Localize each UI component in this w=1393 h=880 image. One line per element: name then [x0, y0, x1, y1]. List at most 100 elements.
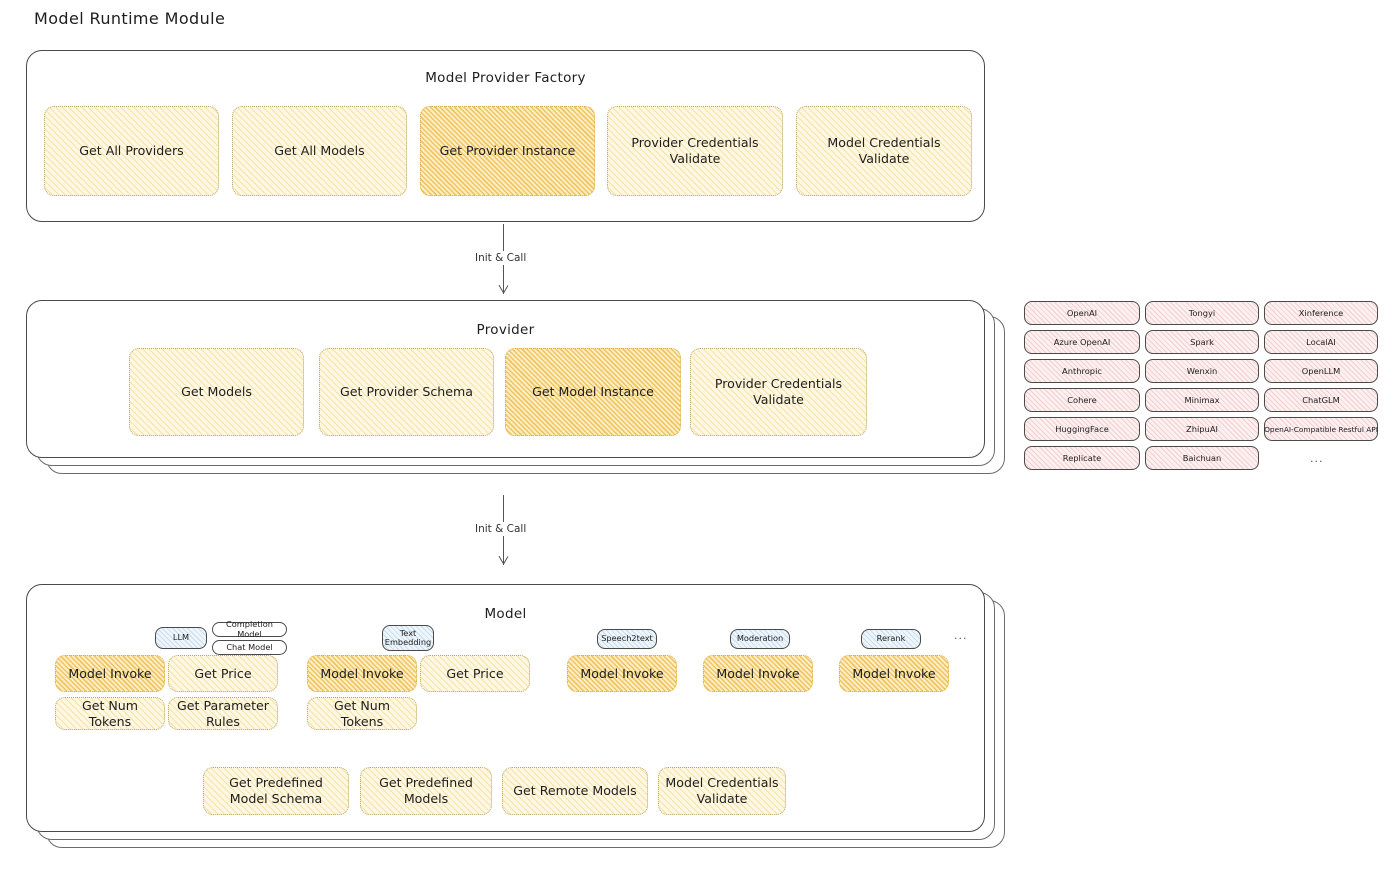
factory-box-get-provider-instance[interactable]: Get Provider Instance: [420, 106, 595, 196]
model-box-speech2text-model-invoke[interactable]: Model Invoke: [567, 655, 677, 692]
box-label: Model Credentials Validate: [827, 135, 941, 166]
provider-chip-replicate[interactable]: Replicate: [1024, 446, 1140, 470]
model-common-box-get-remote-models[interactable]: Get Remote Models: [502, 767, 648, 815]
provider-chip-label: Tongyi: [1188, 308, 1216, 318]
box-label: Get Provider Schema: [340, 384, 473, 400]
provider-chip-label: Spark: [1190, 337, 1214, 347]
box-label: Get Parameter Rules: [177, 697, 269, 729]
factory-box-get-all-providers[interactable]: Get All Providers: [44, 106, 219, 196]
model-subtype-tag-label: Completion Model: [226, 619, 273, 639]
model-type-tag-rerank[interactable]: Rerank: [861, 629, 921, 649]
arrow-factory-to-provider-label: Init & Call: [471, 251, 531, 265]
model-box-text-embedding-get-num-tokens[interactable]: Get Num Tokens: [307, 697, 417, 730]
model-box-llm-get-num-tokens[interactable]: Get Num Tokens: [55, 697, 165, 730]
arrow-provider-to-model-label: Init & Call: [471, 522, 531, 536]
model-box-llm-model-invoke[interactable]: Model Invoke: [55, 655, 165, 692]
factory-box-model-credentials-validate[interactable]: Model Credentials Validate: [796, 106, 972, 196]
box-label: Get All Providers: [79, 143, 184, 159]
provider-chip-openllm[interactable]: OpenLLM: [1264, 359, 1378, 383]
model-box-llm-get-parameter-rules[interactable]: Get Parameter Rules: [168, 697, 278, 730]
box-label: Model Invoke: [580, 665, 664, 681]
model-type-tag-label: Speech2text: [601, 633, 653, 644]
model-subtype-tag-chat-model[interactable]: Chat Model: [212, 640, 287, 655]
model-provider-factory-container: Model Provider Factory Get All Providers…: [26, 50, 985, 222]
model-common-box-get-predefined-models[interactable]: Get Predefined Models: [360, 767, 492, 815]
box-label: Get Num Tokens: [333, 697, 391, 729]
provider-chip-spark[interactable]: Spark: [1145, 330, 1259, 354]
provider-box-get-provider-schema[interactable]: Get Provider Schema: [319, 348, 494, 436]
provider-box-get-model-instance[interactable]: Get Model Instance: [505, 348, 681, 436]
box-label: Get Num Tokens: [81, 697, 139, 729]
provider-chip-label: ZhipuAI: [1186, 424, 1218, 434]
box-label: Model Invoke: [852, 665, 936, 681]
model-type-tag-moderation[interactable]: Moderation: [730, 629, 790, 649]
provider-chip-zhipuai[interactable]: ZhipuAI: [1145, 417, 1259, 441]
provider-chip-xinference[interactable]: Xinference: [1264, 301, 1378, 325]
box-label: Provider Credentials Validate: [631, 135, 759, 166]
provider-chip-label: Cohere: [1067, 395, 1097, 405]
model-type-tag-label: Text Embedding: [384, 627, 432, 647]
provider-chip-label: Anthropic: [1062, 366, 1102, 376]
model-box-rerank-model-invoke[interactable]: Model Invoke: [839, 655, 949, 692]
provider-chip-cohere[interactable]: Cohere: [1024, 388, 1140, 412]
model-common-box-get-predefined-model-schema[interactable]: Get Predefined Model Schema: [203, 767, 349, 815]
provider-chip-label: Baichuan: [1182, 453, 1222, 463]
provider-chip-label: OpenAI: [1066, 308, 1098, 318]
box-label: Get Predefined Models: [379, 775, 473, 806]
provider-chip-anthropic[interactable]: Anthropic: [1024, 359, 1140, 383]
box-label: Provider Credentials Validate: [714, 376, 843, 407]
provider-chip-baichuan[interactable]: Baichuan: [1145, 446, 1259, 470]
provider-chip-localai[interactable]: LocalAI: [1264, 330, 1378, 354]
provider-chip-chatglm[interactable]: ChatGLM: [1264, 388, 1378, 412]
provider-chip-minimax[interactable]: Minimax: [1145, 388, 1259, 412]
model-type-ellipsis: ...: [954, 629, 968, 642]
model-type-tag-label: LLM: [172, 632, 190, 643]
provider-chip-label: Xinference: [1298, 308, 1344, 318]
model-subtype-tag-completion-model[interactable]: Completion Model: [212, 619, 287, 639]
box-label: Get Price: [194, 665, 252, 681]
box-label: Get Model Instance: [532, 384, 654, 400]
page-title: Model Runtime Module: [34, 9, 226, 28]
model-type-tag-speech2text[interactable]: Speech2text: [597, 629, 657, 649]
provider-chip-label: Azure OpenAI: [1053, 337, 1111, 347]
model-box-text-embedding-model-invoke[interactable]: Model Invoke: [307, 655, 417, 692]
provider-chip-wenxin[interactable]: Wenxin: [1145, 359, 1259, 383]
model-box-llm-get-price[interactable]: Get Price: [168, 655, 278, 692]
box-label: Model Credentials Validate: [665, 775, 779, 806]
box-label: Get Provider Instance: [439, 143, 576, 159]
box-label: Get Remote Models: [513, 783, 637, 799]
model-box-moderation-model-invoke[interactable]: Model Invoke: [703, 655, 813, 692]
provider-chip-tongyi[interactable]: Tongyi: [1145, 301, 1259, 325]
box-label: Get Price: [446, 665, 504, 681]
box-label: Get Models: [181, 384, 252, 400]
box-label: Model Invoke: [716, 665, 800, 681]
provider-box-get-models[interactable]: Get Models: [129, 348, 304, 436]
box-label: Model Invoke: [320, 665, 404, 681]
model-type-tag-label: Moderation: [736, 633, 784, 644]
factory-box-get-all-models[interactable]: Get All Models: [232, 106, 407, 196]
provider-chip-ellipsis: ...: [1310, 452, 1324, 465]
factory-box-provider-credentials-validate[interactable]: Provider Credentials Validate: [607, 106, 783, 196]
model-type-tag-text-embedding[interactable]: Text Embedding: [382, 625, 434, 651]
provider-title: Provider: [476, 322, 535, 338]
model-common-box-model-credentials-validate[interactable]: Model Credentials Validate: [658, 767, 786, 815]
provider-chip-label: LocalAI: [1306, 337, 1336, 347]
model-box-text-embedding-get-price[interactable]: Get Price: [420, 655, 530, 692]
provider-chip-label: Minimax: [1184, 395, 1220, 405]
provider-chip-openai-compatible-restful-api[interactable]: OpenAI-Compatible Restful API: [1264, 417, 1378, 441]
provider-chip-huggingface[interactable]: HuggingFace: [1024, 417, 1140, 441]
provider-chip-openai[interactable]: OpenAI: [1024, 301, 1140, 325]
provider-box-provider-credentials-validate[interactable]: Provider Credentials Validate: [690, 348, 867, 436]
box-label: Get All Models: [274, 143, 365, 159]
model-subtype-tag-label: Chat Model: [226, 641, 273, 652]
model-type-tag-llm[interactable]: LLM: [155, 627, 207, 649]
box-label: Model Invoke: [68, 665, 152, 681]
model-title: Model: [484, 606, 527, 622]
provider-chip-label: HuggingFace: [1055, 424, 1109, 434]
provider-chip-label: Wenxin: [1186, 366, 1218, 376]
provider-chip-label: OpenAI-Compatible Restful API: [1264, 424, 1378, 434]
provider-chip-azure-openai[interactable]: Azure OpenAI: [1024, 330, 1140, 354]
model-provider-factory-title: Model Provider Factory: [425, 70, 586, 86]
